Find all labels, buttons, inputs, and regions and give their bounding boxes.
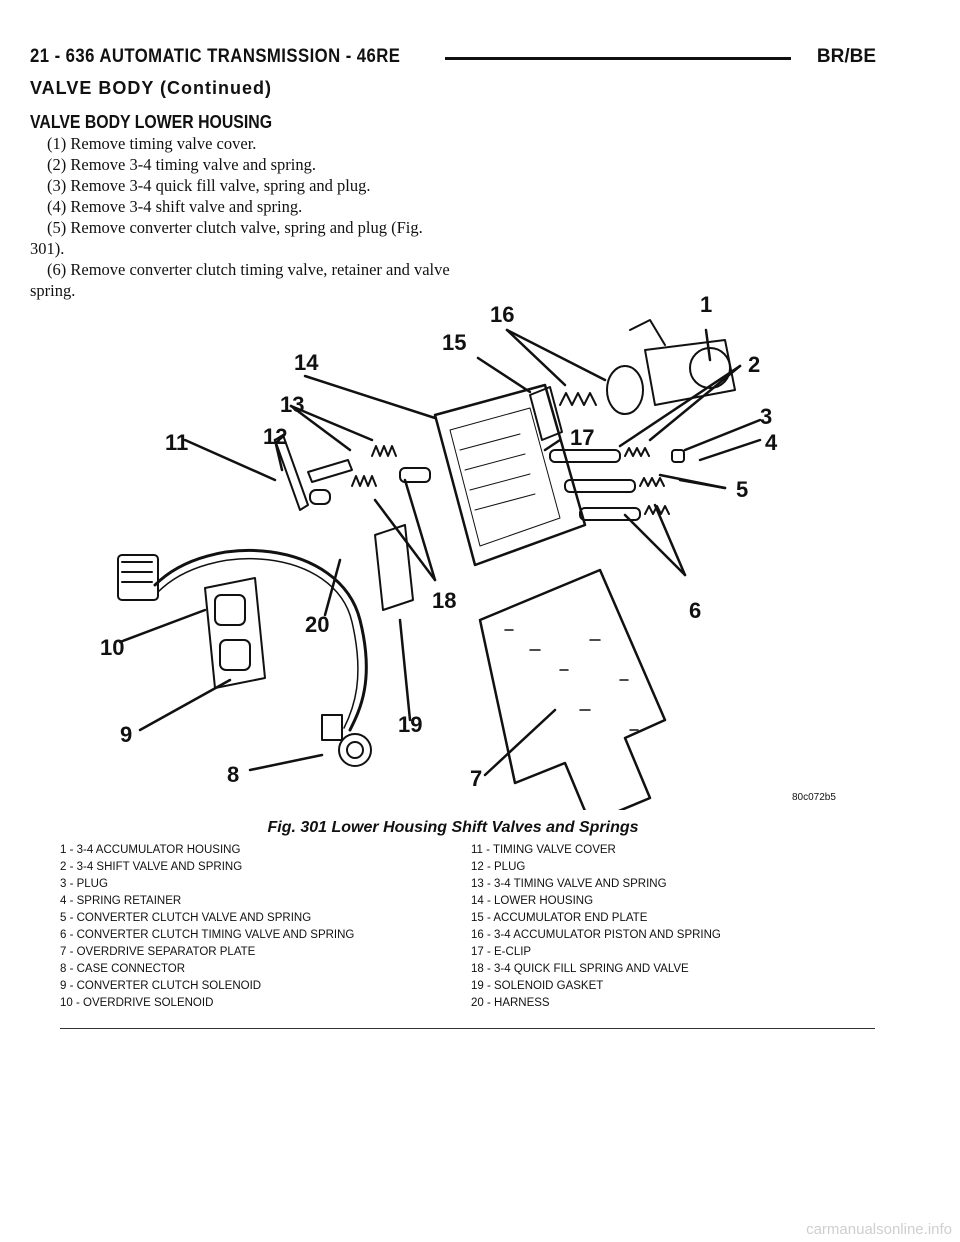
callout-2: 2 — [748, 352, 760, 377]
legend-item: 6 - CONVERTER CLUTCH TIMING VALVE AND SP… — [60, 929, 355, 941]
valve-body-illustration: 1 2 3 4 5 6 7 8 9 10 11 12 13 14 15 16 1… — [100, 292, 778, 810]
callout-5: 5 — [736, 477, 748, 502]
timing-valve — [307, 459, 353, 483]
page-header: 21 - 636 AUTOMATIC TRANSMISSION - 46RE B… — [30, 44, 876, 74]
step-4: (4) Remove 3-4 shift valve and spring. — [47, 197, 303, 216]
legend-item: 5 - CONVERTER CLUTCH VALVE AND SPRING — [60, 912, 312, 924]
cc-timing-spring-6 — [644, 505, 670, 515]
figure-id: 80c072b5 — [792, 792, 836, 803]
section-continued-heading: VALVE BODY (Continued) — [30, 78, 272, 98]
harness-connector — [117, 554, 159, 601]
legend-item: 17 - E-CLIP — [471, 946, 532, 958]
plug-3 — [671, 449, 685, 463]
step-6: (6) Remove converter clutch timing valve… — [30, 260, 450, 300]
page-number-and-section: 21 - 636 AUTOMATIC TRANSMISSION - 46RE — [30, 46, 401, 67]
legend-item: 13 - 3-4 TIMING VALVE AND SPRING — [471, 878, 667, 890]
legend-item: 19 - SOLENOID GASKET — [471, 980, 604, 992]
legend-item: 10 - OVERDRIVE SOLENOID — [60, 997, 214, 1009]
callout-16: 16 — [490, 302, 514, 327]
cc-timing-valve-6 — [579, 507, 641, 521]
timing-valve-cover — [274, 434, 309, 511]
legend-column-right: 11 - TIMING VALVE COVER 12 - PLUG 13 - 3… — [471, 842, 721, 1012]
figure-caption: Fig. 301 Lower Housing Shift Valves and … — [267, 819, 639, 836]
bottom-rule — [60, 1028, 875, 1029]
quick-fill-valve — [399, 467, 431, 483]
callout-17: 17 — [570, 425, 594, 450]
legend-item: 9 - CONVERTER CLUTCH SOLENOID — [60, 980, 262, 992]
legend-item: 11 - TIMING VALVE COVER — [471, 844, 616, 856]
legend-item: 14 - LOWER HOUSING — [471, 895, 594, 907]
callout-13: 13 — [280, 392, 304, 417]
callout-18: 18 — [432, 588, 456, 613]
shift-valve-2 — [549, 449, 621, 463]
exploded-view-figure: 1 2 3 4 5 6 7 8 9 10 11 12 13 14 15 16 1… — [60, 290, 880, 810]
legend-item: 12 - PLUG — [471, 861, 526, 873]
callout-12: 12 — [263, 424, 287, 449]
legend-item: 4 - SPRING RETAINER — [60, 895, 182, 907]
header-rule — [445, 57, 791, 60]
accumulator-end-plate — [529, 386, 563, 441]
callout-14: 14 — [294, 350, 319, 375]
callout-20: 20 — [305, 612, 329, 637]
callout-6: 6 — [689, 598, 701, 623]
legend-item: 3 - PLUG — [60, 878, 108, 890]
callout-10: 10 — [100, 635, 124, 660]
callout-19: 19 — [398, 712, 422, 737]
callout-8: 8 — [227, 762, 239, 787]
callout-11: 11 — [165, 430, 188, 455]
legend-item: 15 - ACCUMULATOR END PLATE — [471, 912, 648, 924]
step-3: (3) Remove 3-4 quick fill valve, spring … — [47, 176, 371, 195]
accumulator-housing — [644, 339, 736, 406]
legend-item: 16 - 3-4 ACCUMULATOR PISTON AND SPRING — [471, 929, 721, 941]
model-code: BR/BE — [816, 46, 876, 67]
separator-plate — [478, 568, 667, 810]
accumulator-piston — [606, 365, 644, 415]
cc-valve-5 — [564, 479, 636, 493]
callout-3: 3 — [760, 404, 772, 429]
cc-spring-5 — [639, 477, 665, 487]
shift-spring-2 — [624, 447, 650, 457]
callout-7: 7 — [470, 766, 482, 791]
legend-item: 18 - 3-4 QUICK FILL SPRING AND VALVE — [471, 963, 689, 975]
case-connector — [338, 733, 372, 767]
legend-item: 2 - 3-4 SHIFT VALVE AND SPRING — [60, 861, 243, 873]
callout-9: 9 — [120, 722, 132, 747]
watermark[interactable]: carmanualsonline.info — [806, 1221, 952, 1238]
solenoid-gasket — [374, 524, 414, 611]
quick-fill-spring — [351, 475, 377, 487]
callout-1: 1 — [700, 292, 712, 317]
legend-item: 20 - HARNESS — [471, 997, 550, 1009]
harness — [153, 549, 368, 732]
step-1: (1) Remove timing valve cover. — [47, 134, 257, 153]
step-5: (5) Remove converter clutch valve, sprin… — [30, 218, 423, 258]
callout-15: 15 — [442, 330, 466, 355]
section-title: VALVE BODY LOWER HOUSING — [30, 112, 273, 132]
accumulator-spring — [559, 392, 597, 406]
legend-column-left: 1 - 3-4 ACCUMULATOR HOUSING 2 - 3-4 SHIF… — [60, 842, 354, 1012]
callout-4: 4 — [765, 430, 778, 455]
solenoid-pack — [204, 577, 266, 689]
legend-item: 8 - CASE CONNECTOR — [60, 963, 186, 975]
procedure-steps: (1) Remove timing valve cover. (2) Remov… — [30, 133, 455, 301]
timing-spring — [371, 445, 397, 457]
lower-housing — [433, 383, 587, 567]
legend-item: 1 - 3-4 ACCUMULATOR HOUSING — [60, 844, 241, 856]
step-2: (2) Remove 3-4 timing valve and spring. — [47, 155, 316, 174]
plug-12 — [309, 489, 331, 505]
legend-item: 7 - OVERDRIVE SEPARATOR PLATE — [60, 946, 256, 958]
